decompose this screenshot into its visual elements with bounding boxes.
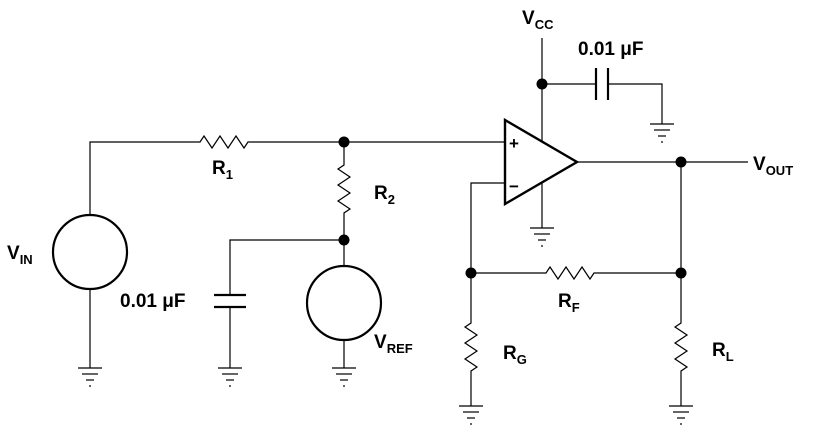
- r1-resistor: [190, 134, 258, 150]
- cap-ref-label: 0.01 μF: [120, 291, 186, 312]
- cap-ref-ground-symbol: [218, 367, 242, 387]
- r1-label: R1: [212, 158, 233, 182]
- cap-vcc-label: 0.01 μF: [578, 39, 644, 60]
- rg-resistor: [459, 273, 483, 425]
- cap-vcc-ground-symbol: [650, 123, 674, 143]
- vin-ground-symbol: [78, 367, 102, 387]
- rf-resistor: [471, 265, 681, 281]
- vref-source-symbol: [305, 264, 383, 342]
- vref-ground-symbol: [332, 367, 356, 387]
- r2-resistor: [336, 142, 352, 240]
- vref-label: VREF: [374, 332, 413, 356]
- vin-label: VIN: [7, 243, 33, 267]
- opamp-triangle: [503, 117, 580, 207]
- cap-ref: [214, 239, 344, 387]
- vin-source-symbol: [51, 213, 129, 291]
- opamp-plus-sign: +: [509, 134, 519, 153]
- rl-resistor: [669, 273, 693, 425]
- vcc-supply: [536, 38, 674, 143]
- rl-label: RL: [712, 340, 734, 364]
- opamp-ground: [530, 183, 554, 247]
- vcc-label: VCC: [522, 8, 554, 32]
- vout-label: VOUT: [753, 154, 793, 178]
- rf-label: RF: [558, 291, 580, 315]
- opamp: + −: [503, 117, 580, 207]
- r2-label: R2: [374, 183, 395, 207]
- vref-branch: [305, 240, 383, 387]
- vin-branch: [51, 141, 190, 387]
- opamp-minus-sign: −: [509, 177, 519, 196]
- rg-label: RG: [503, 343, 527, 367]
